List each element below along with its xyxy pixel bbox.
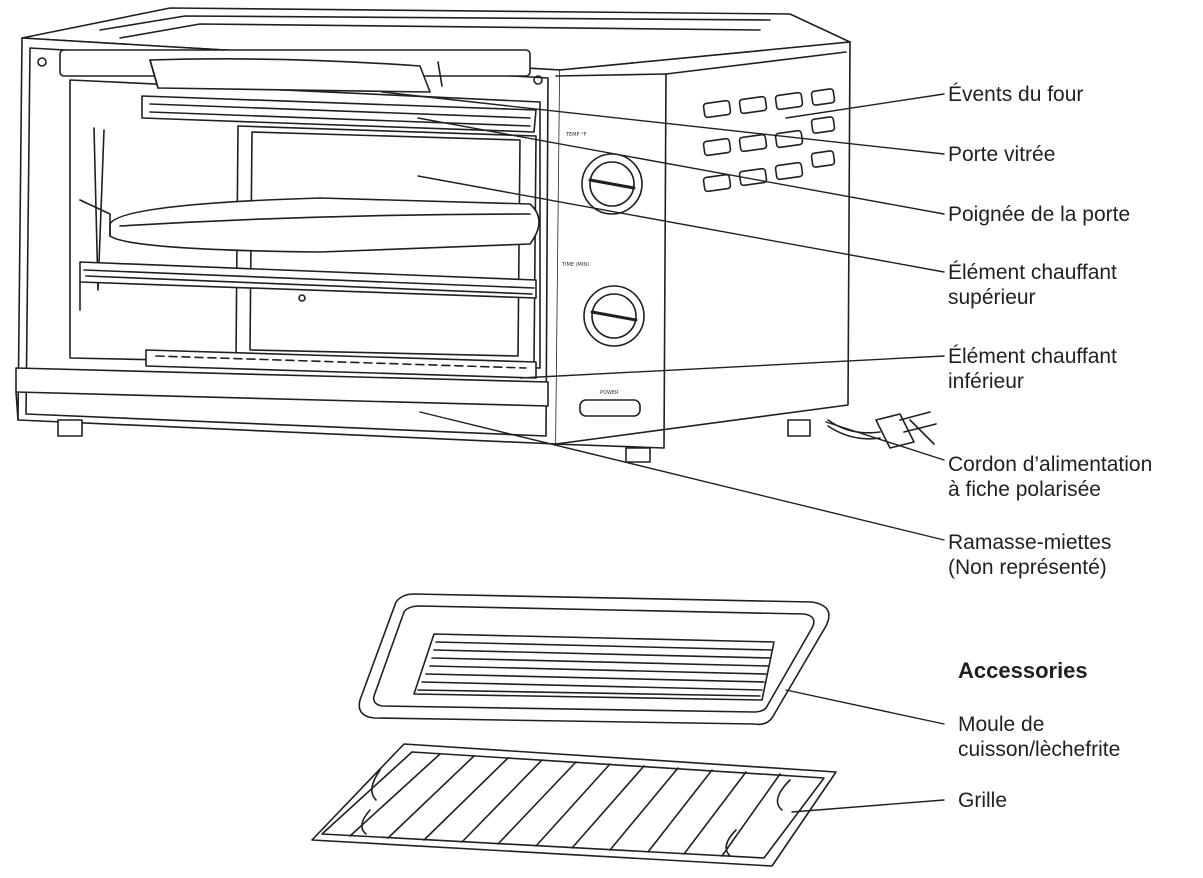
label-upper-element-line2: supérieur — [948, 286, 1036, 309]
inner-rack — [79, 261, 537, 311]
label-glass-door: Porte vitrée — [948, 142, 1055, 167]
label-baking-pan-line2: cuisson/lèchefrite — [958, 738, 1121, 761]
lower-element-drawing — [145, 349, 537, 379]
temp-knob — [581, 153, 643, 215]
label-lower-element: Élément chauffant inférieur — [948, 344, 1117, 394]
label-power-cord-line2: à fiche polarisée — [948, 478, 1101, 501]
label-door-handle-text: Poignée de la porte — [948, 203, 1131, 226]
door-handle-drawing — [59, 49, 531, 93]
power-panel-label: POWER — [600, 390, 619, 396]
label-rack-text: Grille — [958, 789, 1008, 812]
time-panel-label: TIME (MIN) — [561, 262, 589, 268]
upper-element-drawing — [141, 95, 537, 133]
label-glass-door-text: Porte vitrée — [948, 143, 1056, 166]
label-crumb-tray: Ramasse-miettes (Non représenté) — [948, 530, 1111, 580]
label-vents: Évents du four — [948, 82, 1083, 107]
inner-tray — [79, 197, 540, 253]
label-power-cord: Cordon d’alimentation à fiche polarisée — [948, 452, 1152, 502]
label-vents-text: Évents du four — [948, 83, 1084, 106]
label-upper-element-line1: Élément chauffant — [948, 261, 1117, 284]
temp-panel-label: TEMP °F — [565, 132, 587, 138]
label-upper-element: Élément chauffant supérieur — [948, 260, 1117, 310]
label-crumb-tray-line2: (Non représenté) — [948, 556, 1107, 579]
accessories-heading: Accessories — [958, 658, 1088, 683]
vents-drawing — [702, 88, 836, 193]
label-crumb-tray-line1: Ramasse-miettes — [948, 531, 1112, 554]
label-rack: Grille — [958, 788, 1007, 813]
time-knob — [583, 285, 645, 347]
label-lower-element-line2: inférieur — [948, 370, 1024, 393]
label-power-cord-line1: Cordon d’alimentation — [948, 453, 1153, 476]
power-cord-drawing — [827, 411, 937, 449]
crumb-tray-drawing — [15, 367, 549, 421]
wire-rack-drawing — [311, 743, 837, 867]
label-baking-pan: Moule de cuisson/lèchefrite — [958, 712, 1120, 762]
power-light — [579, 399, 641, 417]
leader-lines — [381, 91, 945, 813]
baking-pan-drawing — [358, 593, 830, 726]
label-door-handle: Poignée de la porte — [948, 202, 1130, 227]
label-lower-element-line1: Élément chauffant — [948, 345, 1117, 368]
label-baking-pan-line1: Moule de — [958, 713, 1045, 736]
